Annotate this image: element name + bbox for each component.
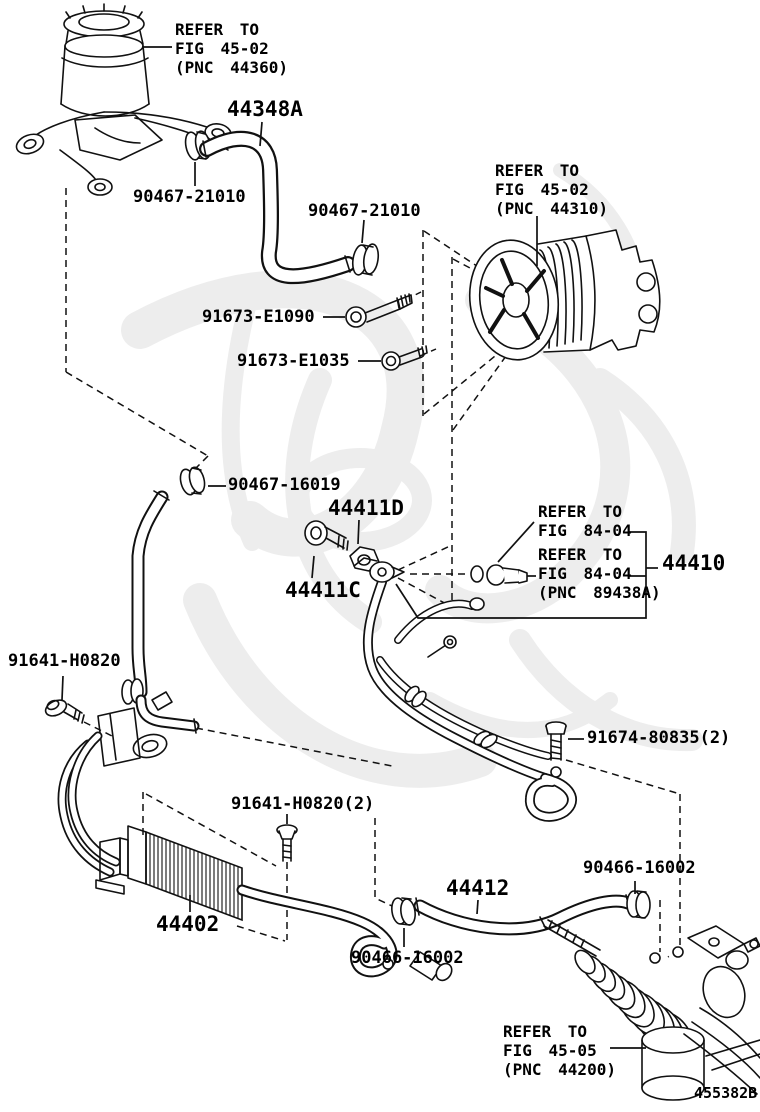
hose-44412-drawing bbox=[413, 894, 635, 936]
bolt-91641-H0820-drawing bbox=[44, 699, 85, 724]
leader-refer-84-04a bbox=[497, 521, 535, 563]
leader-44412 bbox=[476, 899, 479, 915]
part-label-44348A: 44348A bbox=[227, 97, 303, 121]
part-label-91673-E1090: 91673-E1090 bbox=[202, 307, 315, 327]
hose-44348A-drawing bbox=[199, 130, 356, 285]
nut-44411D-drawing bbox=[349, 546, 380, 572]
part-label-44411D: 44411D bbox=[328, 496, 404, 520]
steering-gear-drawing bbox=[539, 916, 760, 1101]
union-fitting-drawing bbox=[470, 564, 528, 586]
leader-clamp2 bbox=[361, 219, 365, 244]
return-tube-drawing bbox=[131, 490, 170, 699]
part-label-90466-16002-a: 90466-16002 bbox=[583, 858, 696, 878]
leader-h0820 bbox=[61, 675, 64, 701]
tube-assy-44410-drawing bbox=[362, 561, 577, 822]
leader-44411C bbox=[311, 555, 315, 579]
part-label-90466-16002-b: 90466-16002 bbox=[351, 948, 464, 968]
part-label-90467-16019: 90467-16019 bbox=[228, 475, 341, 495]
oil-cooler-44402-drawing bbox=[95, 825, 453, 982]
part-label-90467-21010-a: 90467-21010 bbox=[133, 187, 246, 207]
bracket-44410 bbox=[395, 531, 658, 619]
leader-44411D bbox=[357, 519, 360, 545]
part-label-90467-21010-b: 90467-21010 bbox=[308, 201, 421, 221]
bolt-91673-E1035-drawing bbox=[381, 345, 428, 371]
pump-drawing bbox=[468, 229, 661, 361]
leader-44348A bbox=[259, 121, 263, 147]
figure-number: 455382B bbox=[694, 1084, 758, 1102]
cooler-joint-drawing bbox=[57, 678, 200, 877]
part-label-44410: 44410 bbox=[662, 551, 726, 575]
projection-dashed-lines bbox=[65, 188, 681, 958]
refer-note-rack: REFER TO FIG 45-05 (PNC 44200) bbox=[503, 1022, 616, 1079]
bolt-91674-80835-drawing bbox=[545, 721, 567, 761]
bolt-44411C-drawing bbox=[304, 520, 349, 551]
refer-note-reservoir: REFER TO FIG 45-02 (PNC 44360) bbox=[175, 20, 288, 77]
part-label-91674-80835: 91674-80835(2) bbox=[587, 728, 731, 748]
refer-note-84-04-b: REFER TO FIG 84-04 (PNC 89438A) bbox=[538, 545, 661, 602]
bolt-91641-H0820-2-drawing bbox=[276, 824, 298, 862]
refer-note-84-04-a: REFER TO FIG 84-04 bbox=[538, 502, 632, 540]
part-label-91673-E1035: 91673-E1035 bbox=[237, 351, 350, 371]
part-label-44412: 44412 bbox=[446, 876, 510, 900]
clamp-90467-16019-drawing bbox=[179, 466, 206, 496]
part-label-44411C: 44411C bbox=[285, 578, 361, 602]
clamp-90466-right-drawing bbox=[626, 890, 651, 919]
part-label-91641-H0820: 91641-H0820 bbox=[8, 651, 121, 671]
clamp-90467-21010b-drawing bbox=[351, 243, 380, 276]
clamp-90466-left-drawing bbox=[391, 897, 416, 926]
bolt-91673-E1090-drawing bbox=[345, 293, 413, 328]
refer-note-pump: REFER TO FIG 45-02 (PNC 44310) bbox=[495, 161, 608, 218]
part-label-44402: 44402 bbox=[156, 912, 220, 936]
part-label-91641-H0820-2: 91641-H0820(2) bbox=[231, 794, 375, 814]
